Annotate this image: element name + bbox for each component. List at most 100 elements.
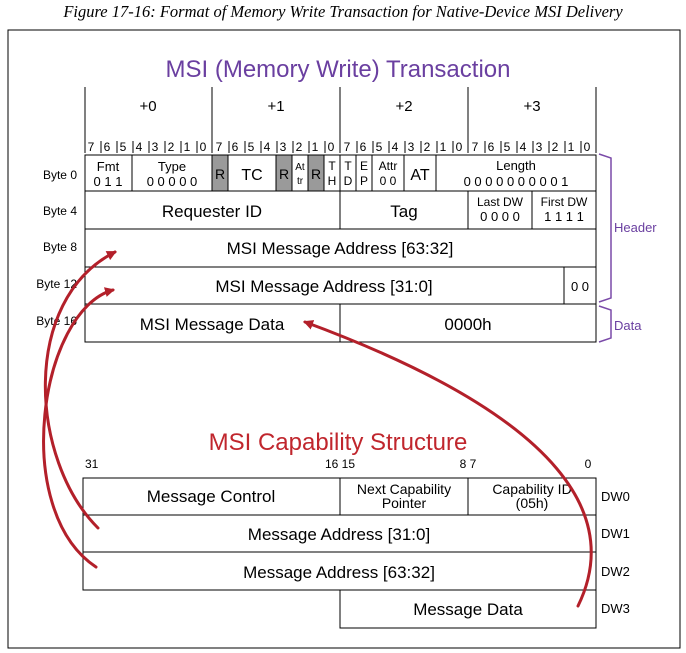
bit-number-label: 6 [488,140,495,154]
last-dw-label: Last DW [477,195,524,209]
reserved-bit-3: R [311,166,321,182]
byte8-row: MSI Message Address [63:32] [84,228,597,268]
first-dw-label: First DW [541,195,588,209]
capability-title: MSI Capability Structure [209,429,468,456]
figure-caption: Figure 17-16: Format of Memory Write Tra… [63,2,623,21]
bit-number-label: 3 [536,140,543,154]
bit-number-label: 6 [232,140,239,154]
byte-offset-1: +1 [267,98,284,115]
next-pointer-line2: Pointer [382,495,427,511]
capability-structure: Message Control Next Capability Pointer … [82,477,630,629]
byte4-row: Requester ID Tag Last DW 0 0 0 0 First D… [84,190,597,230]
byte-offset-3: +3 [523,98,540,115]
cap-bit-0: 0 [585,457,592,471]
type-label: Type [158,159,186,174]
tc-field: TC [241,167,262,184]
bit-number-label: 0 [328,140,335,154]
byte12-row: MSI Message Address [31:0] 0 0 [84,266,597,305]
bit-number-label: 2 [552,140,559,154]
ep-top: E [360,159,368,173]
dw3-label: DW3 [601,601,630,616]
message-control-field: Message Control [147,487,276,506]
row-label-byte4: Byte 4 [43,204,77,218]
dw1-label: DW1 [601,526,630,541]
first-dw-value: 1 1 1 1 [544,209,584,224]
cap-bit-8-7: 8 7 [460,457,477,471]
bit-number-label: 6 [104,140,111,154]
fmt-label: Fmt [97,159,120,174]
row-label-byte12: Byte 12 [36,277,77,291]
cap-bit-31: 31 [85,457,99,471]
tlp-title: MSI (Memory Write) Transaction [166,56,511,83]
row-label-byte8: Byte 8 [43,240,77,254]
address-alignment-bits: 0 0 [571,279,589,294]
length-label: Length [496,158,536,173]
attr-value: 0 0 [380,174,397,188]
arrow-message-data [303,320,593,608]
bit-number-label: 0 [200,140,207,154]
cap-dw1 [82,514,597,553]
arrow-address-low [43,250,117,530]
ep-bottom: P [360,174,368,188]
at-field: AT [410,167,429,184]
data-bracket [598,305,612,343]
bit-number-label: 1 [440,140,447,154]
bit-number-label: 7 [472,140,479,154]
reserved-bit-2: R [279,166,289,182]
data-label: Data [614,318,642,333]
data-padding-field: 0000h [444,315,491,334]
bit-number-label: 1 [184,140,191,154]
byte-separators [84,87,597,153]
dw2-label: DW2 [601,564,630,579]
type-value: 0 0 0 0 0 [147,174,198,189]
bit-number-label: 3 [152,140,159,154]
bit-number-label: 5 [120,140,127,154]
bit-number-label: 5 [376,140,383,154]
msi-message-data-field: MSI Message Data [140,315,285,334]
dw0-label: DW0 [601,489,630,504]
bit-number-label: 7 [216,140,223,154]
attr-bit-bottom: tr [297,176,304,187]
last-dw-value: 0 0 0 0 [480,209,520,224]
cap-dw3 [339,589,597,629]
bit-number-label: 1 [312,140,319,154]
cap-id-line2: (05h) [516,495,549,511]
bit-number-label: 3 [408,140,415,154]
bit-number-label: 4 [136,140,143,154]
message-address-low-field: Message Address [31:0] [248,525,430,544]
next-pointer-line1: Next Capability [357,481,451,497]
reserved-bit-1: R [215,166,225,182]
header-label: Header [614,220,657,235]
message-address-high-field: Message Address [63:32] [243,563,435,582]
attr-label: Attr [379,159,398,173]
bit-number-label: 4 [264,140,271,154]
cap-dw2 [82,551,597,591]
bit-number-label: 1 [568,140,575,154]
figure-frame [7,29,681,649]
bit-number-label: 7 [88,140,95,154]
td-bottom: D [344,174,353,188]
bit-number-label: 5 [248,140,255,154]
bit-number-label: 4 [392,140,399,154]
message-data-field: Message Data [413,600,523,619]
requester-id-field: Requester ID [162,202,262,221]
th-top: T [328,159,336,173]
header-bracket [598,153,612,303]
bit-number-label: 6 [360,140,367,154]
length-value: 0 0 0 0 0 0 0 0 0 1 [464,174,569,189]
msi-address-high-field: MSI Message Address [63:32] [227,239,454,258]
th-bottom: H [328,174,337,188]
bit-number-label: 2 [424,140,431,154]
bit-number-label: 0 [456,140,463,154]
tag-field: Tag [390,202,417,221]
msi-address-low-field: MSI Message Address [31:0] [215,277,432,296]
cap-id-line1: Capability ID [492,481,571,497]
byte0-row: Fmt 0 1 1 Type 0 0 0 0 0 R TC R At tr R … [84,154,597,192]
arrow-address-high [42,287,115,569]
byte-offset-0: +0 [139,98,156,115]
bit-number-label: 7 [344,140,351,154]
bit-number-label: 3 [280,140,287,154]
attr-bit-top: At [295,162,305,173]
